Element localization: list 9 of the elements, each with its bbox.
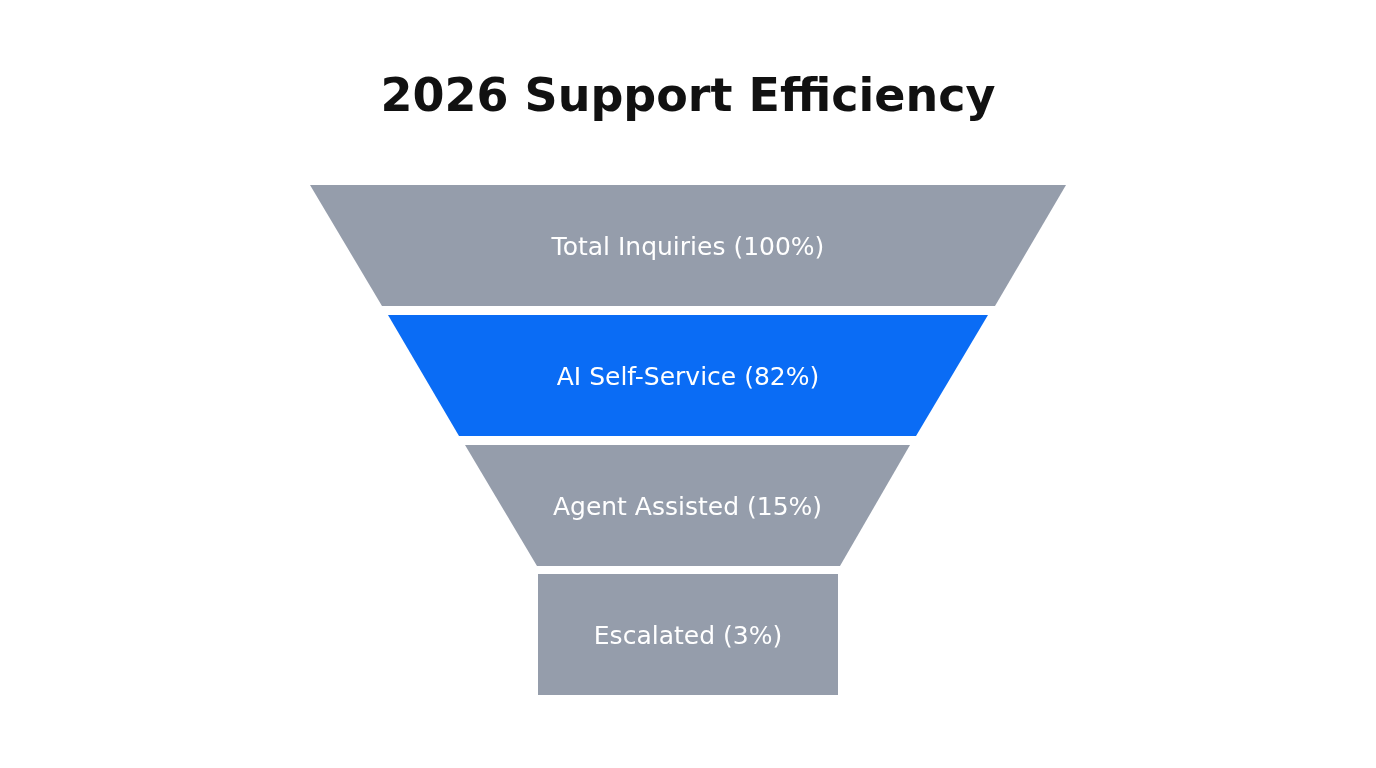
funnel-stage bbox=[538, 574, 838, 695]
funnel-stage bbox=[310, 185, 1066, 306]
stage-label: Agent Assisted (15%) bbox=[552, 491, 823, 520]
stage-label: AI Self-Service (82%) bbox=[556, 361, 820, 390]
stage-label: Escalated (3%) bbox=[593, 620, 783, 649]
funnel-stage bbox=[465, 445, 910, 566]
diagram-title: 2026 Support Efficiency bbox=[380, 68, 996, 122]
stage-label: Total Inquiries (100%) bbox=[551, 231, 825, 260]
funnel-stage bbox=[388, 315, 988, 436]
